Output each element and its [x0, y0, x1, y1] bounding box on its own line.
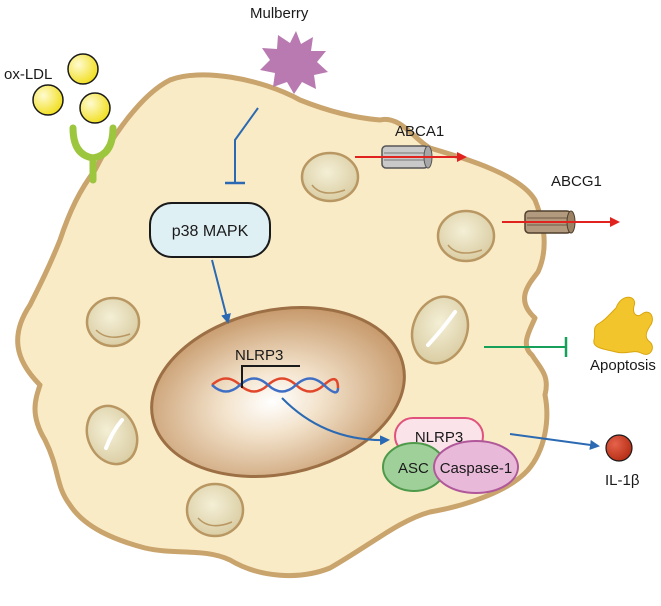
mulberry-label: Mulberry	[250, 5, 309, 22]
vesicle	[300, 151, 360, 203]
dna-helix	[211, 377, 340, 394]
p38-mapk-box	[149, 202, 271, 258]
inhibition-line-mulberry	[234, 107, 259, 183]
vesicle	[410, 295, 470, 365]
asc-label: ASC	[398, 460, 429, 477]
apoptosis-label: Apoptosis	[590, 357, 656, 374]
activation-arrow-p38	[211, 259, 231, 324]
ox-ldl-particle	[79, 92, 111, 124]
ox-ldl-label: ox-LDL	[4, 66, 52, 83]
caspase1-blob	[433, 440, 519, 494]
ox-ldl-particle	[67, 53, 99, 85]
nlrp3-gene-label: NLRP3	[235, 347, 283, 364]
abca1-label: ABCA1	[395, 123, 444, 140]
il1b-icon	[605, 434, 633, 462]
caspase1-label: Caspase-1	[440, 460, 513, 477]
vesicle	[436, 209, 496, 263]
expression-arrow-nlrp3	[281, 397, 390, 446]
ox-ldl-particle	[32, 84, 64, 116]
mulberry-icon	[260, 31, 328, 94]
vesicle	[185, 482, 245, 538]
il1b-label: IL-1β	[605, 472, 640, 489]
p38-mapk-label: p38 MAPK	[172, 223, 249, 240]
nlrp3-protein-label: NLRP3	[415, 429, 463, 446]
release-arrow-il1b	[509, 433, 600, 450]
apoptosis-icon	[593, 296, 653, 355]
receptor-icon	[69, 124, 117, 162]
promoter-marker	[241, 365, 300, 388]
abcg1-label: ABCG1	[551, 173, 602, 190]
vesicle	[85, 296, 141, 348]
vesicle	[85, 404, 139, 466]
